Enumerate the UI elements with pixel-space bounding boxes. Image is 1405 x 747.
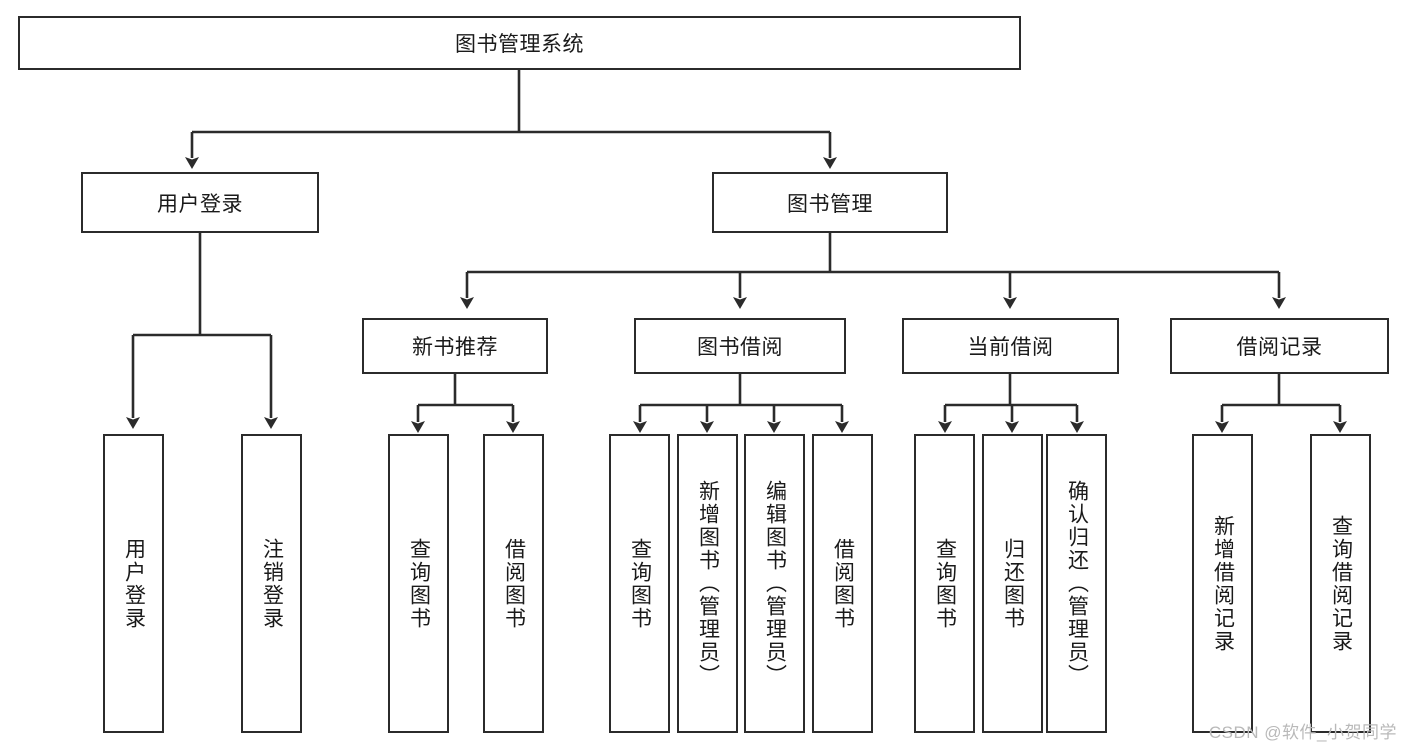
leaf-new-book-query-book[interactable]: 查询图书: [388, 434, 449, 733]
node-label: 当前借阅: [967, 336, 1054, 359]
node-book-management[interactable]: 图书管理: [712, 172, 948, 233]
leaf-new-book-borrow-book[interactable]: 借阅图书: [483, 434, 544, 733]
node-borrow-record[interactable]: 借阅记录: [1170, 318, 1389, 374]
leaf-book-borrow-add-book-admin[interactable]: 新增图书（管理员）: [677, 434, 738, 733]
node-label: 归还图书: [1001, 537, 1025, 630]
node-book-borrow[interactable]: 图书借阅: [634, 318, 846, 374]
node-label: 确认归还（管理员）: [1065, 480, 1089, 687]
node-root-book-management-system[interactable]: 图书管理系统: [18, 16, 1021, 70]
node-label: 新增借阅记录: [1211, 514, 1235, 653]
node-current-borrow[interactable]: 当前借阅: [902, 318, 1119, 374]
node-label: 新增图书（管理员）: [696, 480, 720, 687]
node-label: 编辑图书（管理员）: [763, 480, 787, 687]
node-label: 查询图书: [628, 537, 652, 630]
node-label: 用户登录: [157, 192, 243, 216]
leaf-book-borrow-borrow-book[interactable]: 借阅图书: [812, 434, 873, 733]
node-label: 借阅记录: [1236, 336, 1323, 359]
node-label: 图书管理系统: [455, 33, 584, 56]
node-label: 借阅图书: [502, 537, 526, 630]
node-label: 用户登录: [122, 537, 146, 630]
leaf-book-borrow-query-book[interactable]: 查询图书: [609, 434, 670, 733]
node-label: 新书推荐: [412, 336, 498, 359]
leaf-current-borrow-return-book[interactable]: 归还图书: [982, 434, 1043, 733]
leaf-user-login-logout[interactable]: 注销登录: [241, 434, 302, 733]
leaf-current-borrow-query-book[interactable]: 查询图书: [914, 434, 975, 733]
leaf-borrow-record-add-record[interactable]: 新增借阅记录: [1192, 434, 1253, 733]
node-user-login[interactable]: 用户登录: [81, 172, 319, 233]
leaf-current-borrow-confirm-return-admin[interactable]: 确认归还（管理员）: [1046, 434, 1107, 733]
leaf-borrow-record-query-record[interactable]: 查询借阅记录: [1310, 434, 1371, 733]
node-label: 查询图书: [933, 537, 957, 630]
node-label: 查询借阅记录: [1329, 514, 1353, 653]
leaf-book-borrow-edit-book-admin[interactable]: 编辑图书（管理员）: [744, 434, 805, 733]
node-label: 图书借阅: [697, 336, 783, 359]
node-new-book-recommend[interactable]: 新书推荐: [362, 318, 548, 374]
leaf-user-login-login[interactable]: 用户登录: [103, 434, 164, 733]
node-label: 注销登录: [260, 537, 284, 630]
node-label: 查询图书: [407, 537, 431, 630]
csdn-watermark: CSDN @软件_小贺同学: [1208, 723, 1397, 742]
node-label: 借阅图书: [831, 537, 855, 630]
node-label: 图书管理: [787, 192, 873, 216]
